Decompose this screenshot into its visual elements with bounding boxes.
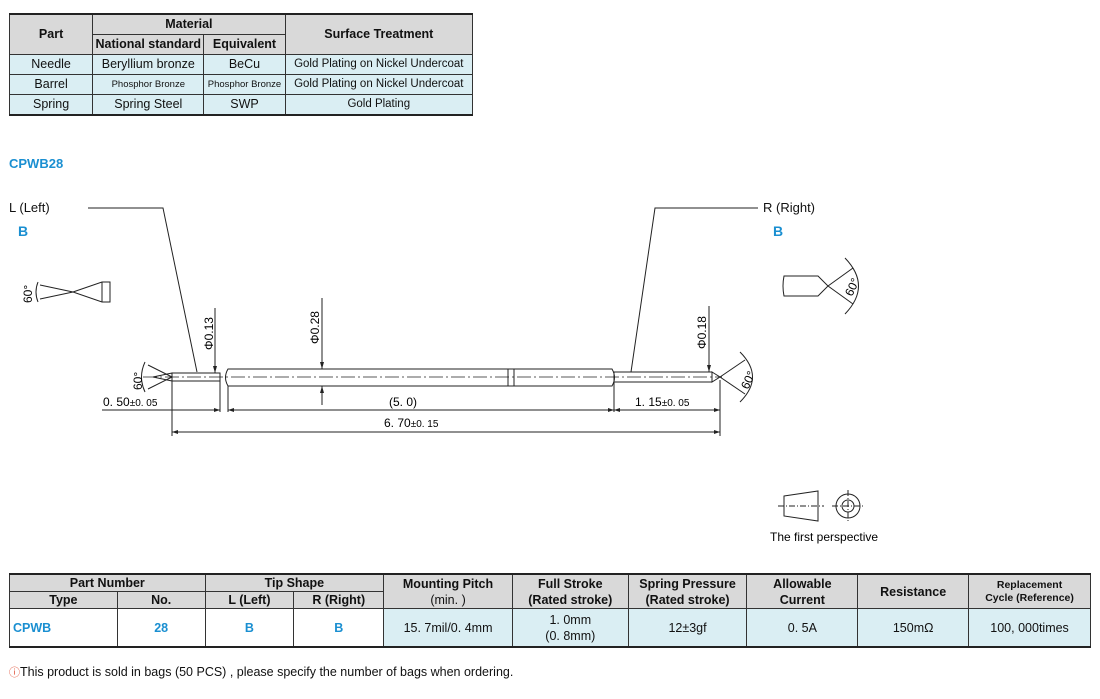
order-note: ⓘThis product is sold in bags (50 PCS) ,… [9, 664, 513, 680]
cell-equivalent: SWP [203, 94, 286, 116]
drawing-title: CPWB28 [9, 156, 64, 171]
left-detail-angle: 60° [21, 285, 35, 303]
material-row: Barrel Phosphor Bronze Phosphor Bronze G… [8, 74, 474, 95]
header-resistance: Resistance [857, 573, 970, 609]
cell-resistance: 150mΩ [857, 608, 970, 648]
first-angle-projection-icon [778, 490, 864, 522]
material-row: Spring Spring Steel SWP Gold Plating [8, 94, 474, 116]
header-material: Material [92, 13, 286, 35]
dim-right: 1. 15±0. 05 [635, 395, 690, 409]
cell-national: Spring Steel [92, 94, 205, 116]
header-mounting-pitch: Mounting Pitch(min. ) [383, 573, 513, 609]
warning-circle-icon: ⓘ [9, 667, 20, 679]
cell-no: 28 [116, 608, 206, 648]
dia-left-label: Φ0.13 [202, 317, 216, 350]
cell-equivalent: BeCu [203, 54, 286, 75]
cell-national: Beryllium bronze [92, 54, 205, 75]
material-table: Part Material Surface Treatment National… [8, 13, 474, 116]
cell-national: Phosphor Bronze [92, 74, 205, 95]
table-row: CPWB 28 B B 15. 7mil/0. 4mm 1. 0mm(0. 8m… [9, 608, 1091, 648]
right-tip-angle: 60° [738, 369, 758, 392]
cell-type: CPWB [9, 608, 118, 648]
header-full-stroke: Full Stroke(Rated stroke) [511, 573, 629, 609]
right-tip-type: B [773, 223, 784, 239]
cell-surface: Gold Plating [284, 94, 474, 116]
header-right: R (Right) [293, 591, 385, 609]
dim-left: 0. 50±0. 05 [103, 395, 158, 409]
header-part: Part [8, 13, 94, 55]
cell-current: 0. 5A [746, 608, 859, 648]
header-spring-pressure: Spring Pressure(Rated stroke) [627, 573, 748, 609]
cell-mounting-pitch: 15. 7mil/0. 4mm [383, 608, 513, 648]
right-leader-line [630, 207, 758, 373]
left-leader-line [88, 207, 198, 373]
right-detail-angle: 60° [842, 276, 862, 299]
cell-part: Needle [8, 54, 94, 75]
cell-cycle: 100, 000times [968, 608, 1091, 648]
dim-total: 6. 70±0. 15 [384, 416, 439, 430]
perspective-label: The first perspective [770, 530, 878, 544]
header-part-number: Part Number [9, 573, 206, 592]
probe-drawing: 60° 60° 60° 60° Φ0.13 Φ0.28 Φ0.18 0. 50±… [21, 207, 878, 544]
left-tip-detail [35, 281, 111, 303]
left-tip-label: L (Left) [9, 200, 50, 215]
header-surface-treatment: Surface Treatment [284, 13, 474, 55]
dim-mid: (5. 0) [389, 395, 417, 409]
right-tip-label: R (Right) [763, 200, 816, 215]
cell-part: Barrel [8, 74, 94, 95]
cell-spring-pressure: 12±3gf [627, 608, 748, 648]
dia-mid-label: Φ0.28 [308, 311, 322, 344]
material-row: Needle Beryllium bronze BeCu Gold Platin… [8, 54, 474, 75]
right-tip-detail [782, 257, 859, 315]
cell-right: B [293, 608, 385, 648]
cell-surface: Gold Plating on Nickel Undercoat [284, 74, 474, 95]
cell-left: B [204, 608, 295, 648]
header-tip-shape: Tip Shape [204, 573, 385, 592]
note-text: This product is sold in bags (50 PCS) , … [20, 665, 514, 679]
cell-equivalent: Phosphor Bronze [203, 74, 286, 95]
left-tip-type: B [18, 223, 29, 239]
spec-table: Part Number Tip Shape Mounting Pitch(min… [9, 573, 1091, 648]
header-left: L (Left) [204, 591, 295, 609]
cell-surface: Gold Plating on Nickel Undercoat [284, 54, 474, 75]
cell-full-stroke: 1. 0mm(0. 8mm) [511, 608, 629, 648]
header-national-standard: National standard [92, 34, 205, 55]
header-type: Type [9, 591, 118, 609]
left-tip-angle: 60° [131, 372, 145, 390]
header-no: No. [116, 591, 206, 609]
dia-right-label: Φ0.18 [695, 316, 709, 349]
